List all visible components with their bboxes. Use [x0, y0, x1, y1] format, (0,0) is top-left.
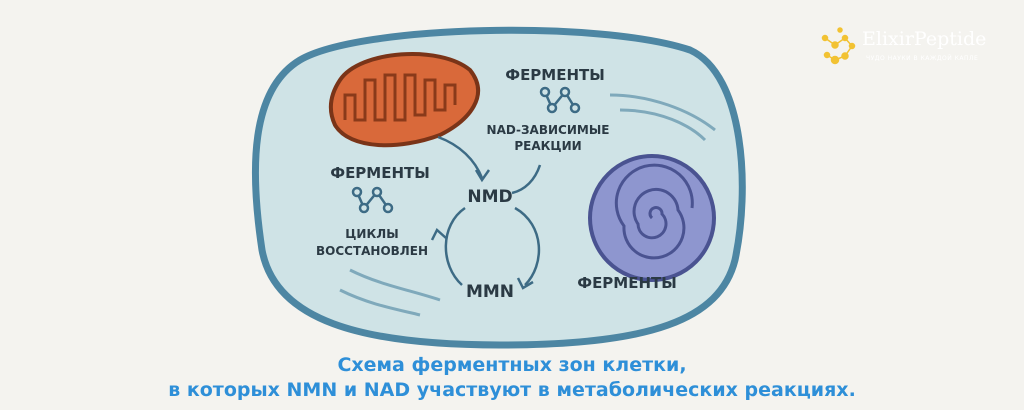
label-mmn: MMN: [466, 282, 514, 302]
molecule-icon: [539, 86, 581, 114]
molecule-icon: [351, 186, 394, 214]
label-nad-line2: РЕАКЦИИ: [514, 139, 581, 153]
caption-line2: в которых NMN и NAD участвуют в метаболи…: [168, 379, 856, 401]
cytoplasm-strands: [339, 93, 716, 317]
nucleus: [588, 154, 716, 282]
label-cycles-line2: ВОССТАНОВЛЕН: [316, 244, 428, 258]
label-right-enzymes: ФЕРМЕНТЫ: [577, 274, 677, 292]
arrows: [430, 135, 542, 290]
mitochondrion: [328, 52, 481, 148]
logo-tagline: ЧУДО НАУКИ В КАЖДОЙ КАПЛЕ: [866, 55, 979, 62]
label-cycles-line1: ЦИКЛЫ: [345, 227, 398, 241]
logo-molecule-icon: [821, 27, 856, 65]
logo-name: ElixirPeptide: [862, 28, 987, 50]
label-top-enzymes: ФЕРМЕНТЫ: [505, 66, 605, 84]
label-nad-line1: NAD-ЗАВИСИМЫЕ: [487, 123, 610, 137]
caption-line1: Схема ферментных зон клетки,: [337, 354, 687, 376]
label-left-enzymes: ФЕРМЕНТЫ: [330, 164, 430, 182]
label-nmd: NMD: [467, 187, 512, 207]
